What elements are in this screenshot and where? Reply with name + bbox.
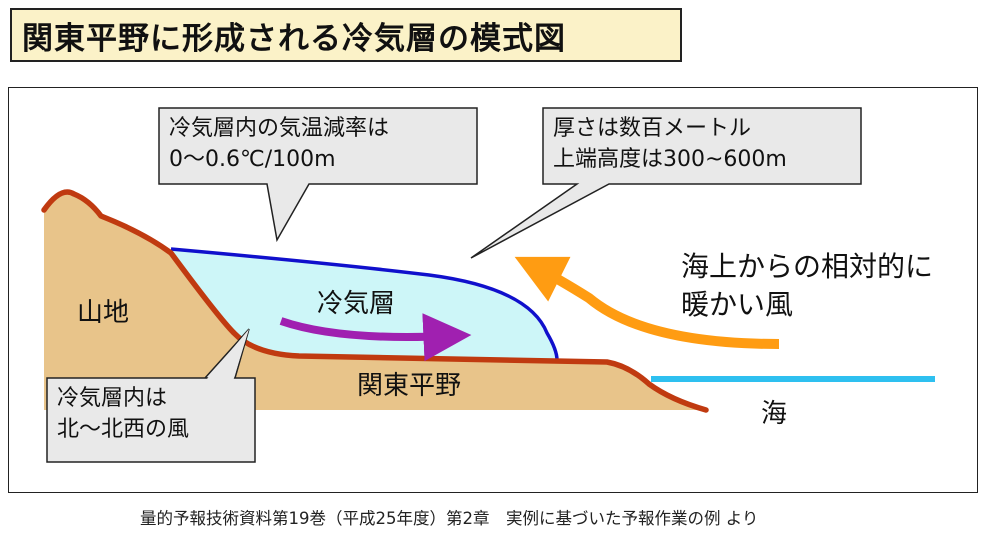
sea-wind-label: 海上からの相対的に 暖かい風 [681,248,933,324]
warm-sea-wind-arrow [514,256,780,349]
cold-flow-arrow [279,313,472,362]
terrain-outline [41,189,709,413]
diagram-title: 関東平野に形成される冷気層の模式図 [10,8,682,62]
callout-lapse-rate-line2: 0〜0.6℃/100m [169,146,336,172]
callout-lapse-rate-bubble [158,107,478,243]
sea-wind-label-line1: 海上からの相対的に [681,250,934,283]
diagram-frame: 山地 冷気層 関東平野 海 海上からの相対的に 暖かい風 冷気層内の気温減率は … [8,87,978,493]
land-area [44,192,706,410]
callout-thickness-line2: 上端高度は300~600m [553,146,787,172]
callout-wind-line2: 北〜北西の風 [57,416,190,442]
callout-wind-text: 冷気層内は 北〜北西の風 [57,384,189,446]
callout-lapse-rate-line1: 冷気層内の気温減率は [169,116,390,141]
cold-layer-boundary [170,247,559,361]
callout-lapse-rate-text: 冷気層内の気温減率は 0〜0.6℃/100m [169,114,389,176]
callout-wind-line1: 冷気層内は [57,386,168,411]
source-citation: 量的予報技術資料第19巻（平成25年度）第2章 実例に基づいた予報作業の例 より [140,509,759,528]
mountain-label: 山地 [77,298,130,328]
callout-thickness-line1: 厚さは数百メートル [553,116,752,141]
cold-layer-label: 冷気層 [317,289,396,319]
sea-label: 海 [761,399,788,429]
kanto-plain-label: 関東平野 [357,371,462,401]
callout-thickness-text: 厚さは数百メートル 上端高度は300~600m [553,114,787,176]
sea-wind-label-line2: 暖かい風 [681,287,794,321]
callout-wind-pointer-cover [206,329,249,380]
callout-thickness-bubble [470,107,862,259]
diagram-canvas [41,107,935,463]
